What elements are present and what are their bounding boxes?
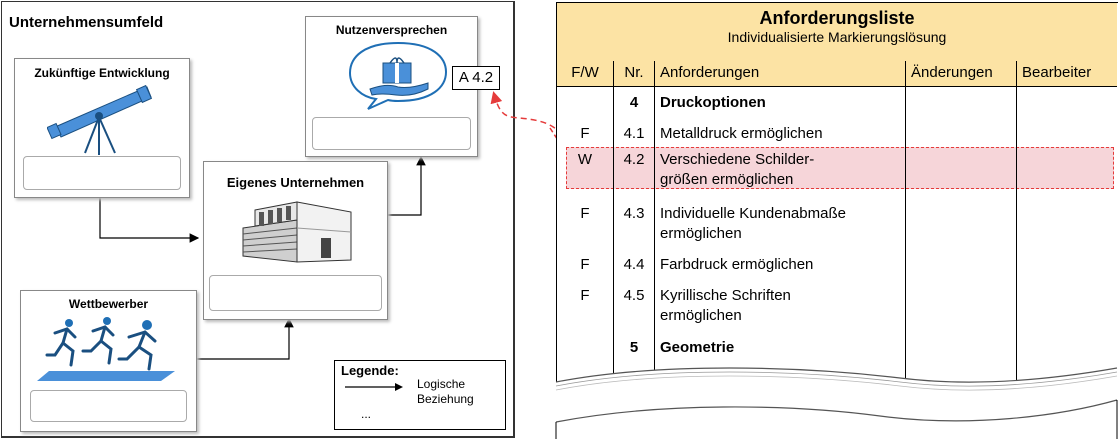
row-text: ermöglichen: [660, 307, 742, 324]
telescope-icon: [47, 85, 153, 155]
future-development-box: Zukünftige Entwicklung: [14, 58, 190, 198]
row-nr: 5: [629, 339, 639, 356]
requirement-reference-tag[interactable]: A 4.2: [452, 66, 500, 90]
column-header-bar: [557, 61, 1117, 87]
legend-line-1: Logische: [417, 377, 466, 391]
own-company-box: Eigenes Unternehmen: [203, 161, 388, 320]
row-fw: F: [580, 287, 590, 304]
row-text: Geometrie: [660, 339, 735, 356]
value-proposition-field[interactable]: [312, 117, 471, 150]
arrow-future-to-company: [99, 197, 200, 243]
row-text: größen ermöglichen: [660, 171, 794, 188]
column-header-nr: Nr.: [624, 64, 644, 81]
arrow-company-to-value: [386, 155, 426, 216]
competitor-title: Wettbewerber: [68, 297, 149, 311]
future-development-title: Zukünftige Entwicklung: [34, 66, 170, 80]
legend-title: Legende:: [341, 363, 399, 378]
row-fw: W: [577, 151, 593, 168]
own-company-field[interactable]: [209, 275, 382, 311]
legend-box: Legende: Logische Beziehung ...: [334, 360, 506, 430]
row-nr: 4.4: [623, 256, 645, 273]
legend-arrow-icon: [345, 383, 403, 391]
column-divider: [905, 61, 906, 381]
column-header-requirements: Anforderungen: [660, 64, 760, 81]
arrow-competitor-to-company: [187, 317, 294, 360]
own-company-title: Eigenes Unternehmen: [226, 175, 365, 190]
torn-edge: [555, 367, 1118, 439]
column-divider: [654, 61, 655, 381]
legend-line-2: Beziehung: [417, 392, 474, 406]
row-text: Individuelle Kundenabmaße: [660, 205, 846, 222]
row-nr: 4.1: [623, 125, 645, 142]
legend-more: ...: [361, 407, 372, 421]
highlighted-row[interactable]: [566, 147, 1114, 189]
row-text: Verschiedene Schilder-: [660, 151, 815, 168]
row-text: Farbdruck ermöglichen: [660, 256, 814, 273]
row-nr: 4: [629, 94, 639, 111]
row-text: Metalldruck ermöglichen: [660, 125, 823, 142]
column-header-changes: Änderungen: [911, 64, 993, 81]
runners-icon: [37, 317, 175, 381]
value-proposition-box: Nutzenversprechen: [305, 16, 478, 157]
relation-arrows: [99, 155, 426, 360]
row-fw: F: [580, 125, 590, 142]
value-proposition-title: Nutzenversprechen: [335, 23, 448, 37]
row-fw: F: [580, 256, 590, 273]
gift-hand-icon: [348, 41, 448, 110]
row-nr: 4.2: [623, 151, 645, 168]
column-divider: [613, 61, 614, 381]
row-nr: 4.5: [623, 287, 645, 304]
row-fw: F: [580, 205, 590, 222]
environment-title: Unternehmensumfeld: [9, 14, 164, 31]
competitor-box: Wettbewerber: [20, 290, 197, 432]
column-divider: [1016, 61, 1017, 381]
column-header-fw: F/W: [571, 64, 599, 81]
competitor-field[interactable]: [30, 390, 187, 422]
future-development-field[interactable]: [23, 156, 181, 190]
row-nr: 4.3: [623, 205, 645, 222]
row-text: Druckoptionen: [660, 94, 766, 111]
row-text: ermöglichen: [660, 225, 742, 242]
building-icon: [242, 201, 352, 263]
requirements-title: Anforderungsliste: [759, 8, 915, 28]
requirements-subtitle: Individualisierte Markierungslösung: [727, 29, 947, 45]
row-text: Kyrillische Schriften: [660, 287, 791, 304]
column-header-editor: Bearbeiter: [1022, 64, 1092, 81]
environment-panel: [1, 1, 515, 438]
